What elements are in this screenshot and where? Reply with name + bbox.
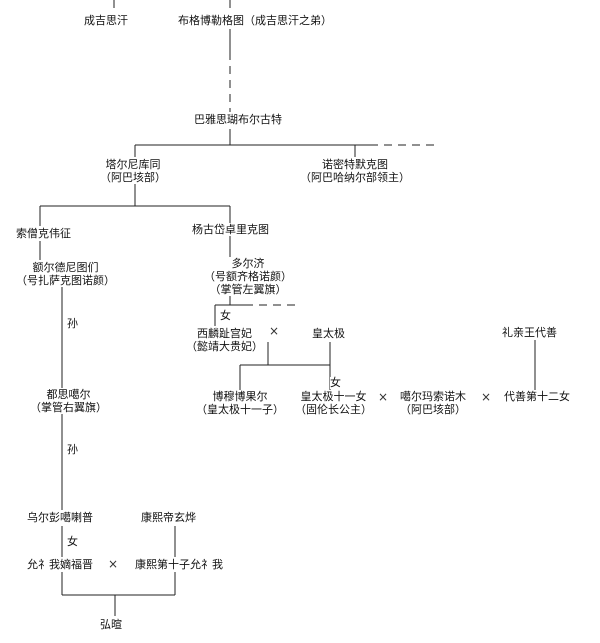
node-eer: 额尔德尼图们 （号扎萨克图诺颜） — [16, 261, 115, 287]
grandson-marker: 孙 — [67, 443, 78, 456]
node-name: 皇太极 — [312, 327, 345, 340]
marriage-marker: × — [481, 390, 492, 404]
node-yun-fujin: 允礻我嫡福晋 — [27, 558, 93, 571]
node-note-2: （掌管左翼旗） — [209, 283, 287, 296]
node-duoerji: 多尔济 （号额齐格诺颜） （掌管左翼旗） — [204, 257, 292, 296]
node-nuomi: 诺密特默克图 （阿巴哈纳尔部领主） — [300, 158, 410, 184]
node-note: （懿靖大贵妃） — [186, 340, 263, 353]
node-name: 巴雅思瑚布尔古特 — [194, 113, 282, 126]
node-name: 都思噶尔 — [46, 388, 91, 401]
node-suoseng: 索僧克伟征 — [16, 227, 71, 240]
node-boge: 布格博勒格图（成吉思汗之弟） — [178, 14, 332, 27]
node-note: （掌管右翼旗） — [30, 401, 107, 414]
node-name: 弘暄 — [100, 618, 122, 631]
node-kx10: 康熙第十子允礻我 — [135, 558, 223, 571]
node-name: 代善第十二女 — [504, 390, 570, 403]
node-note: （阿巴垓部） — [400, 403, 466, 416]
node-note: （固伦长公主） — [295, 403, 372, 416]
daughter-marker: 女 — [330, 376, 341, 389]
node-name: 博穆博果尔 — [212, 390, 268, 403]
node-genghis: 成吉思汗 — [84, 14, 128, 27]
node-bayasi: 巴雅思瑚布尔古特 — [194, 113, 282, 126]
node-name: 诺密特默克图 — [322, 158, 388, 171]
node-name: 布格博勒格图（成吉思汗之弟） — [178, 14, 332, 27]
node-note: （号扎萨克图诺颜） — [16, 274, 115, 287]
marriage-marker: × — [108, 557, 119, 571]
node-note: （号额齐格诺颜） — [204, 270, 292, 283]
node-note: （阿巴哈纳尔部领主） — [300, 171, 410, 184]
node-name: 礼亲王代善 — [502, 326, 557, 339]
marriage-marker: × — [269, 324, 280, 338]
node-hongwang: 弘暄 — [100, 618, 122, 631]
node-bomu: 博穆博果尔 （皇太极十一子） — [196, 390, 284, 416]
marriage-marker: × — [378, 390, 389, 404]
node-name: 索僧克伟征 — [16, 227, 71, 240]
node-daishan12: 代善第十二女 — [504, 390, 570, 403]
node-name: 允礻我嫡福晋 — [27, 558, 93, 571]
node-name: 塔尔尼库同 — [105, 158, 161, 171]
node-name: 成吉思汗 — [84, 14, 128, 27]
node-taerni: 塔尔尼库同 （阿巴垓部） — [100, 158, 166, 184]
node-name: 额尔德尼图们 — [32, 261, 99, 274]
node-gaer: 噶尔玛索诺木 （阿巴垓部） — [400, 390, 466, 416]
node-name: 噶尔玛索诺木 — [400, 390, 466, 403]
node-name: 康熙第十子允礻我 — [135, 558, 223, 571]
node-name: 多尔济 — [231, 257, 265, 270]
node-htj11: 皇太极十一女 （固伦长公主） — [295, 390, 372, 416]
node-note: （阿巴垓部） — [100, 171, 166, 184]
node-kangxi: 康熙帝玄烨 — [141, 511, 196, 524]
node-name: 杨古岱卓里克图 — [192, 223, 269, 236]
node-name: 乌尔彭噶喇普 — [27, 511, 93, 524]
daughter-marker: 女 — [67, 535, 78, 548]
node-xilin: 西麟趾宫妃 （懿靖大贵妃） — [186, 327, 263, 353]
node-name: 康熙帝玄烨 — [141, 511, 196, 524]
grandson-marker: 孙 — [67, 317, 78, 330]
node-wuer: 乌尔彭噶喇普 — [27, 511, 93, 524]
node-yanggu: 杨古岱卓里克图 — [192, 223, 269, 236]
node-lishen: 礼亲王代善 — [502, 326, 557, 339]
node-name: 皇太极十一女 — [300, 390, 367, 403]
node-huangtaiji: 皇太极 — [312, 327, 345, 340]
daughter-marker: 女 — [220, 309, 231, 322]
node-note: （皇太极十一子） — [196, 403, 284, 416]
node-dusige: 都思噶尔 （掌管右翼旗） — [30, 388, 107, 414]
node-name: 西麟趾宫妃 — [197, 327, 252, 340]
